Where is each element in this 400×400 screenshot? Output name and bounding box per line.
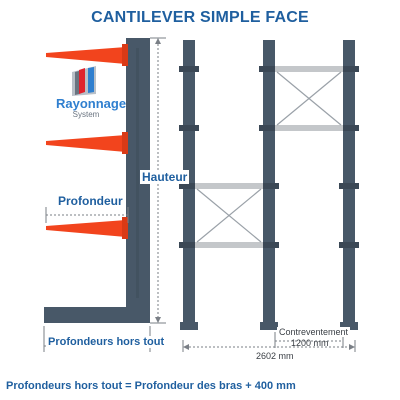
column-holes bbox=[136, 48, 139, 298]
hauteur-label: Hauteur bbox=[140, 170, 190, 184]
contreventement-dim-label: 1200 mm bbox=[291, 338, 329, 348]
front-arm-stubs bbox=[179, 66, 359, 248]
rayonnage-logo-icon bbox=[72, 66, 96, 96]
profondeur-dimension bbox=[45, 207, 129, 223]
logo-brand: Rayonnage bbox=[56, 96, 127, 111]
bracing-bay-upper bbox=[275, 66, 343, 131]
profondeur-label: Profondeur bbox=[58, 194, 123, 208]
front-column-feet bbox=[180, 322, 358, 330]
cantilever-arm bbox=[46, 44, 128, 66]
formula-text: Profondeurs hors tout = Profondeur des b… bbox=[6, 380, 296, 392]
total-dim-label: 2602 mm bbox=[256, 351, 294, 361]
cantilever-base bbox=[44, 307, 150, 323]
cantilever-arm bbox=[46, 217, 128, 239]
profondeurs-hors-tout-label: Profondeurs hors tout bbox=[46, 336, 167, 348]
bracing-bay-lower bbox=[195, 183, 263, 248]
total-dimension bbox=[182, 340, 356, 352]
diagram-title: CANTILEVER SIMPLE FACE bbox=[91, 9, 309, 26]
logo-sub: System bbox=[72, 110, 100, 119]
cantilever-arm bbox=[46, 132, 128, 154]
contreventement-label: Contreventement bbox=[277, 327, 351, 337]
